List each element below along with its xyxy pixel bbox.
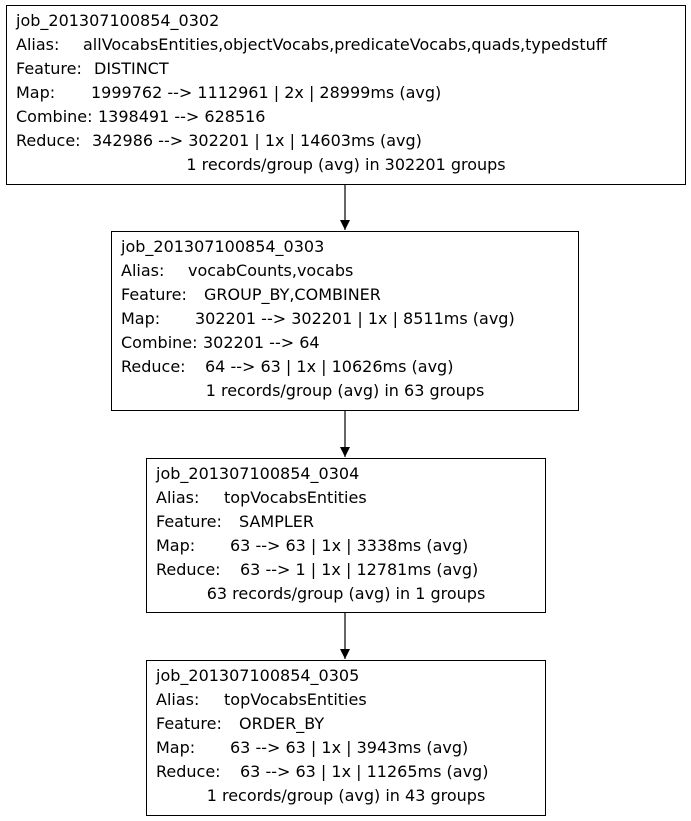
alias-row: Alias: vocabCounts,vocabs xyxy=(121,259,578,283)
alias-label: Alias: xyxy=(121,261,165,280)
feature-row: Feature: ORDER_BY xyxy=(156,712,545,736)
summary: 1 records/group (avg) in 43 groups xyxy=(206,786,486,805)
map-value: 1999762 --> 1112961 | 2x | 28999ms (avg) xyxy=(91,83,442,102)
alias-label: Alias: xyxy=(16,35,60,54)
map-value: 63 --> 63 | 1x | 3943ms (avg) xyxy=(230,738,469,757)
job-node-0302[interactable]: job_201307100854_0302 Alias: allVocabsEnt… xyxy=(6,5,686,185)
alias-row: Alias: topVocabsEntities xyxy=(156,486,545,510)
feature-row: Feature: SAMPLER xyxy=(156,510,545,534)
feature-row: Feature: DISTINCT xyxy=(16,57,685,81)
reduce-row: Reduce: 63 --> 63 | 1x | 11265ms (avg) xyxy=(156,760,545,784)
combine-row: Combine: 302201 --> 64 xyxy=(121,331,578,355)
alias-label: Alias: xyxy=(156,690,200,709)
reduce-row: Reduce: 64 --> 63 | 1x | 10626ms (avg) xyxy=(121,355,578,379)
feature-row: Feature: GROUP_BY,COMBINER xyxy=(121,283,578,307)
summary: 1 records/group (avg) in 63 groups xyxy=(205,381,485,400)
job-id: job_201307100854_0305 xyxy=(156,666,360,685)
alias-value: vocabCounts,vocabs xyxy=(188,261,354,280)
alias-value: topVocabsEntities xyxy=(224,488,367,507)
feature-value: SAMPLER xyxy=(239,512,314,531)
reduce-label: Reduce: xyxy=(156,560,221,579)
job-node-0303[interactable]: job_201307100854_0303 Alias: vocabCounts,… xyxy=(111,231,579,411)
feature-value: ORDER_BY xyxy=(239,714,325,733)
alias-row: Alias: topVocabsEntities xyxy=(156,688,545,712)
map-row: Map: 1999762 --> 1112961 | 2x | 28999ms (… xyxy=(16,81,685,105)
job-id: job_201307100854_0303 xyxy=(121,237,325,256)
map-row: Map: 63 --> 63 | 1x | 3943ms (avg) xyxy=(156,736,545,760)
job-id: job_201307100854_0304 xyxy=(156,464,360,483)
combine-value: 302201 --> 64 xyxy=(203,333,320,352)
combine-label: Combine: xyxy=(121,333,198,352)
summary: 1 records/group (avg) in 302201 groups xyxy=(186,155,506,174)
feature-label: Feature: xyxy=(156,512,222,531)
map-value: 63 --> 63 | 1x | 3338ms (avg) xyxy=(230,536,469,555)
map-label: Map: xyxy=(156,536,196,555)
feature-value: GROUP_BY,COMBINER xyxy=(204,285,381,304)
job-node-0305[interactable]: job_201307100854_0305 Alias: topVocabsEnt… xyxy=(146,660,546,816)
feature-label: Feature: xyxy=(121,285,187,304)
alias-row: Alias: allVocabsEntities,objectVocabs,pre… xyxy=(16,33,685,57)
reduce-value: 63 --> 63 | 1x | 11265ms (avg) xyxy=(240,762,489,781)
reduce-label: Reduce: xyxy=(16,131,81,150)
feature-label: Feature: xyxy=(156,714,222,733)
alias-value: topVocabsEntities xyxy=(224,690,367,709)
map-label: Map: xyxy=(121,309,161,328)
combine-value: 1398491 --> 628516 xyxy=(98,107,266,126)
feature-value: DISTINCT xyxy=(94,59,169,78)
feature-label: Feature: xyxy=(16,59,82,78)
job-node-0304[interactable]: job_201307100854_0304 Alias: topVocabsEnt… xyxy=(146,458,546,613)
reduce-row: Reduce: 342986 --> 302201 | 1x | 14603ms … xyxy=(16,129,685,153)
map-label: Map: xyxy=(16,83,56,102)
map-value: 302201 --> 302201 | 1x | 8511ms (avg) xyxy=(195,309,515,328)
map-row: Map: 302201 --> 302201 | 1x | 8511ms (avg… xyxy=(121,307,578,331)
map-row: Map: 63 --> 63 | 1x | 3338ms (avg) xyxy=(156,534,545,558)
combine-label: Combine: xyxy=(16,107,93,126)
job-id: job_201307100854_0302 xyxy=(16,11,220,30)
reduce-value: 342986 --> 302201 | 1x | 14603ms (avg) xyxy=(92,131,422,150)
alias-label: Alias: xyxy=(156,488,200,507)
reduce-value: 64 --> 63 | 1x | 10626ms (avg) xyxy=(205,357,454,376)
reduce-row: Reduce: 63 --> 1 | 1x | 12781ms (avg) xyxy=(156,558,545,582)
reduce-value: 63 --> 1 | 1x | 12781ms (avg) xyxy=(240,560,479,579)
reduce-label: Reduce: xyxy=(121,357,186,376)
alias-value: allVocabsEntities,objectVocabs,predicate… xyxy=(83,35,607,54)
summary: 63 records/group (avg) in 1 groups xyxy=(206,584,486,603)
map-label: Map: xyxy=(156,738,196,757)
reduce-label: Reduce: xyxy=(156,762,221,781)
combine-row: Combine: 1398491 --> 628516 xyxy=(16,105,685,129)
